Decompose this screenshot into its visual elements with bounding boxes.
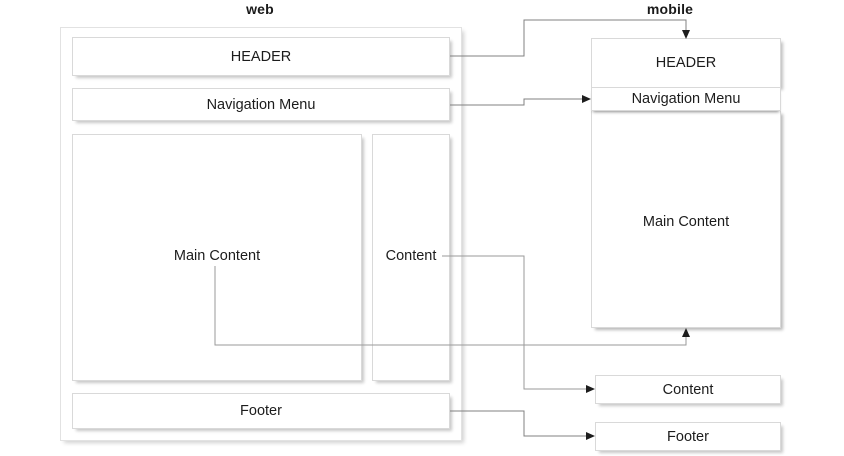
connector-main-arrowhead bbox=[682, 328, 690, 337]
web-header-block[interactable]: HEADER bbox=[72, 37, 450, 76]
web-footer-label: Footer bbox=[240, 403, 282, 419]
connector-content-arrowhead bbox=[586, 385, 595, 393]
mobile-footer-label: Footer bbox=[667, 428, 709, 445]
web-navigation-menu-block[interactable]: Navigation Menu bbox=[72, 88, 450, 121]
web-header-label: HEADER bbox=[230, 48, 292, 65]
web-content-label: Content bbox=[385, 248, 437, 264]
connector-content-to-content bbox=[442, 255, 589, 390]
web-navigation-menu-label: Navigation Menu bbox=[206, 96, 316, 113]
mobile-navigation-menu-label: Navigation Menu bbox=[631, 91, 741, 107]
web-column-title: web bbox=[246, 1, 274, 17]
mobile-content-label: Content bbox=[662, 381, 714, 398]
connector-nav-to-nav bbox=[450, 98, 585, 106]
mobile-column-title: mobile bbox=[646, 1, 694, 17]
mobile-main-content-block[interactable]: Main Content bbox=[591, 110, 781, 328]
mobile-main-content-label: Main Content bbox=[642, 214, 730, 230]
connector-footer-arrowhead bbox=[586, 432, 595, 440]
mobile-footer-block[interactable]: Footer bbox=[595, 422, 781, 451]
web-footer-block[interactable]: Footer bbox=[72, 393, 450, 429]
web-main-content-label: Main Content bbox=[173, 248, 261, 264]
mobile-navigation-menu-block[interactable]: Navigation Menu bbox=[591, 87, 781, 111]
web-main-content-block[interactable]: Main Content bbox=[72, 134, 362, 381]
connector-footer-to-footer bbox=[450, 410, 589, 437]
mobile-header-label: HEADER bbox=[655, 55, 717, 71]
mobile-content-block[interactable]: Content bbox=[595, 375, 781, 404]
web-content-block[interactable]: Content bbox=[372, 134, 450, 381]
connector-nav-arrowhead bbox=[582, 95, 591, 103]
mobile-header-block[interactable]: HEADER bbox=[591, 38, 781, 88]
